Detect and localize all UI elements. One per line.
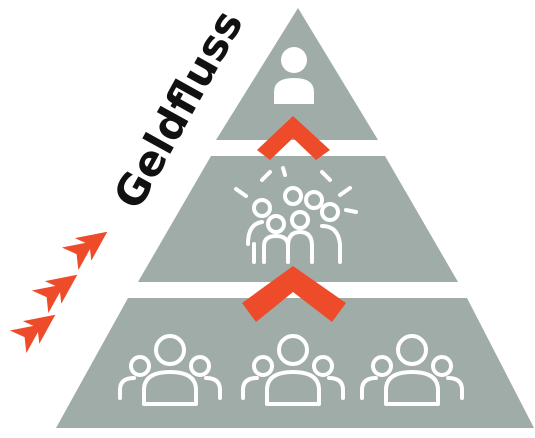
up-chevron-icon [257,116,330,160]
pyramid-tier-top [216,8,378,140]
group-icon [234,166,358,264]
three-groups-icon [118,334,464,406]
flow-arrows-icon [9,231,108,354]
up-chevron-icon [242,266,346,322]
pyramid-tier-middle [138,156,458,282]
single-person-icon [274,47,314,104]
